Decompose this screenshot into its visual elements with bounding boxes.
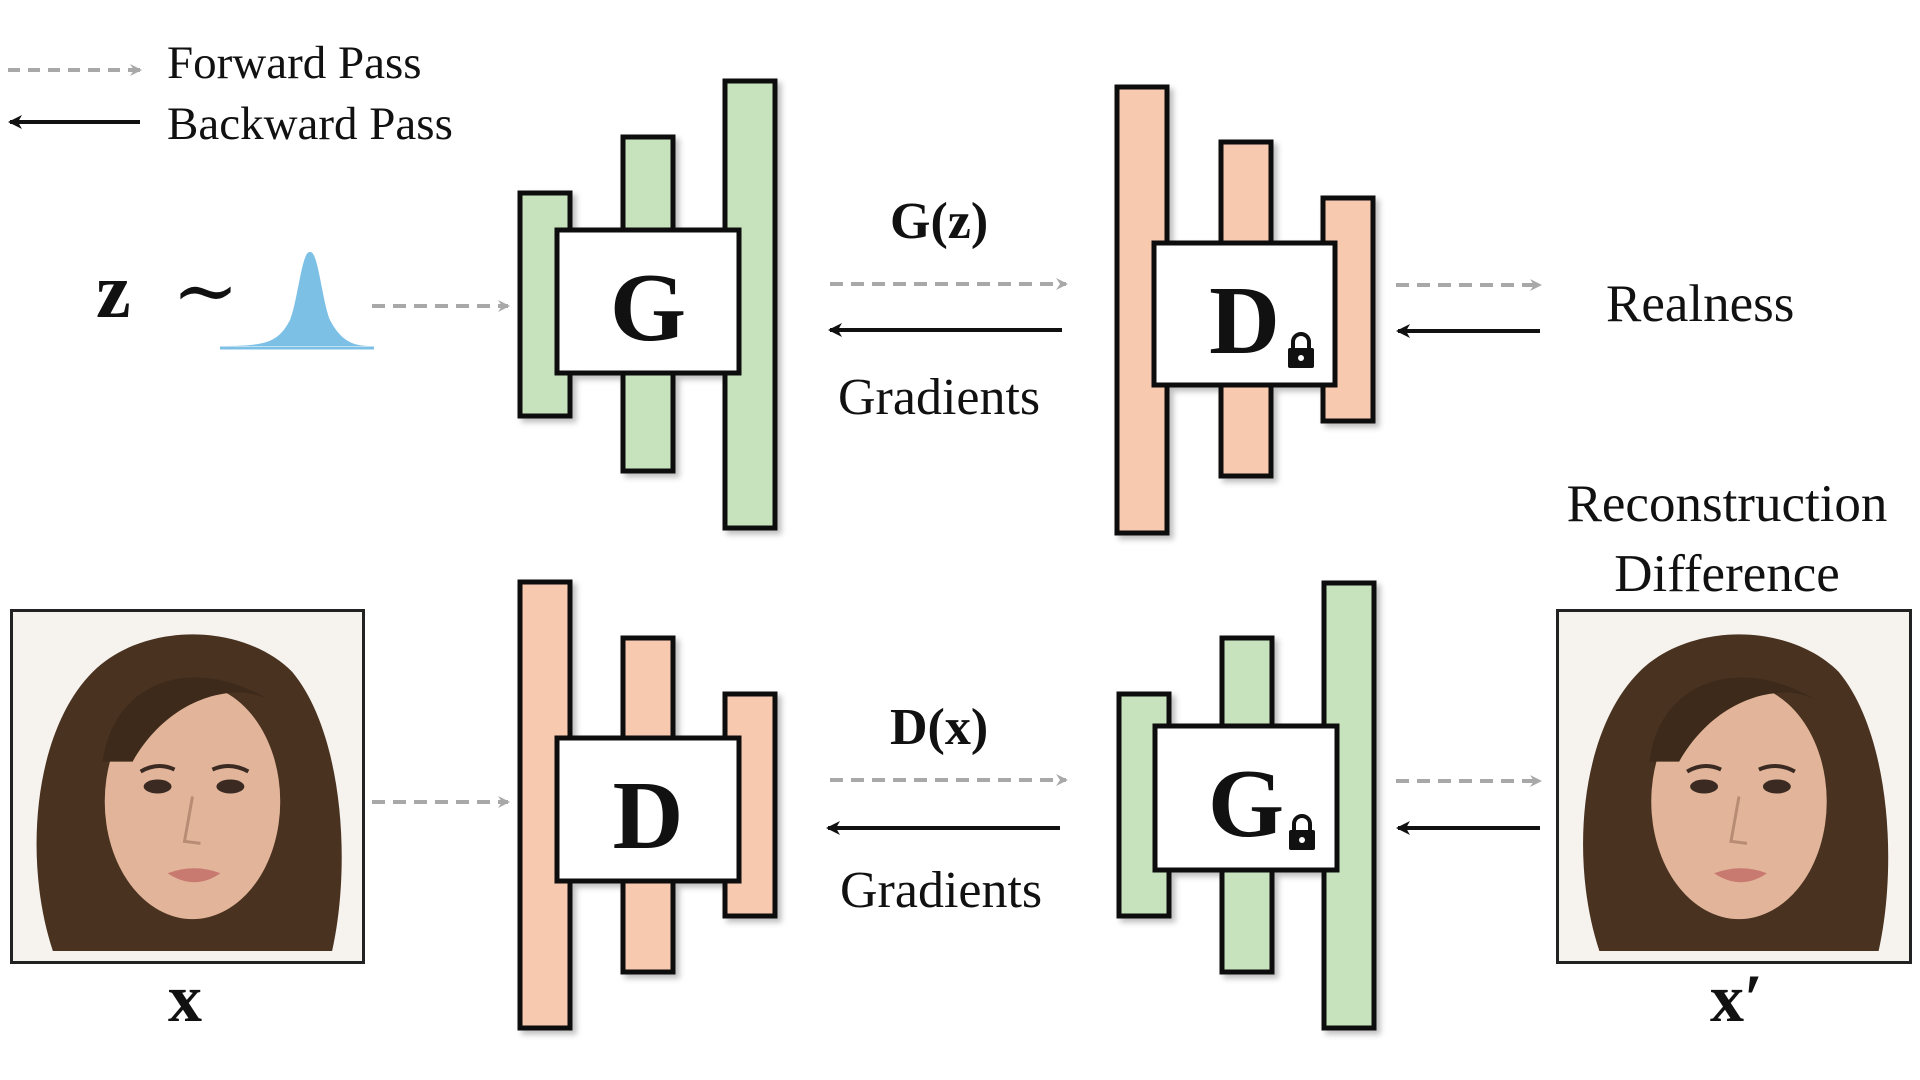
x-symbol: x xyxy=(168,960,202,1036)
realness-label: Realness xyxy=(1606,275,1795,333)
discriminator-label: D xyxy=(1209,267,1280,375)
discriminator-box xyxy=(554,735,742,884)
gaussian-distribution-icon xyxy=(220,251,374,350)
gen-layer-bar xyxy=(1116,691,1172,919)
face-illustration xyxy=(13,612,362,961)
top-generator-block xyxy=(517,78,778,531)
tilde-symbol: ∼ xyxy=(172,248,240,336)
z-symbol: z xyxy=(96,247,131,334)
discriminator-label: D xyxy=(612,762,684,870)
face-illustration xyxy=(1559,612,1909,961)
top-gradients-label: Gradients xyxy=(838,369,1041,426)
input-face-image xyxy=(10,609,365,964)
bottom-discriminator-block xyxy=(517,579,778,1031)
bottom-gradients-label: Gradients xyxy=(840,862,1043,919)
lock-icon xyxy=(1289,814,1315,850)
gen-layer-bar xyxy=(1321,580,1377,1031)
gz-label: G(z) xyxy=(890,193,989,250)
x-prime-symbol: x′ xyxy=(1710,960,1764,1036)
reconstructed-face-image xyxy=(1556,609,1912,964)
generator-label: G xyxy=(609,254,687,362)
dx-label: D(x) xyxy=(890,699,989,756)
lock-icon xyxy=(1288,332,1314,368)
legend-backward-label: Backward Pass xyxy=(167,98,453,150)
generator-box xyxy=(554,227,742,376)
generator-label: G xyxy=(1207,750,1285,858)
reconstruction-label-line2: Difference xyxy=(1614,545,1840,603)
legend-forward-label: Forward Pass xyxy=(167,37,422,89)
reconstruction-label-line1: Reconstruction xyxy=(1566,475,1888,533)
